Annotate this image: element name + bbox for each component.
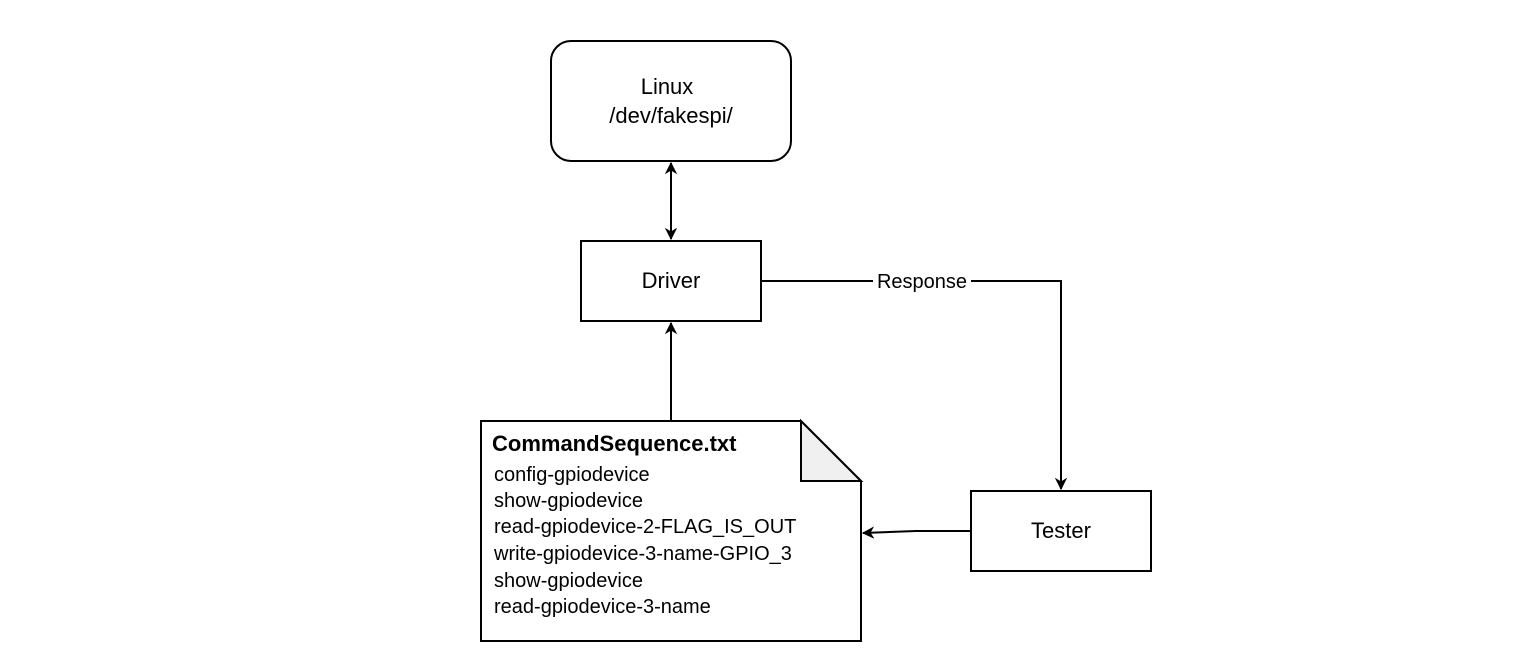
command-line: config-gpiodevice <box>494 464 650 486</box>
node-tester[interactable]: Tester <box>970 490 1152 572</box>
command-line: show-gpiodevice <box>494 570 643 592</box>
node-driver-label: Driver <box>642 268 701 293</box>
node-command-file[interactable]: CommandSequence.txt config-gpiodevice sh… <box>480 418 864 642</box>
node-linux-title: Linux <box>641 74 694 99</box>
node-tester-label: Tester <box>1031 518 1091 543</box>
command-line: show-gpiodevice <box>494 490 643 512</box>
folded-corner-icon <box>800 418 864 482</box>
command-line: write-gpiodevice-3-name-GPIO_3 <box>493 543 792 565</box>
edge-label-response: Response <box>877 271 967 293</box>
edge-driver-tester[interactable]: Response <box>761 268 1061 489</box>
edge-label-background <box>873 268 971 294</box>
command-file-title: CommandSequence.txt <box>492 431 737 456</box>
edge-tester-commandfile[interactable] <box>863 531 971 533</box>
node-linux-path: /dev/fakespi/ <box>609 103 733 128</box>
node-linux[interactable]: Linux /dev/fakespi/ <box>550 40 792 162</box>
node-driver[interactable]: Driver <box>580 240 762 322</box>
command-line: read-gpiodevice-3-name <box>494 596 711 618</box>
command-line: read-gpiodevice-2-FLAG_IS_OUT <box>494 516 796 538</box>
